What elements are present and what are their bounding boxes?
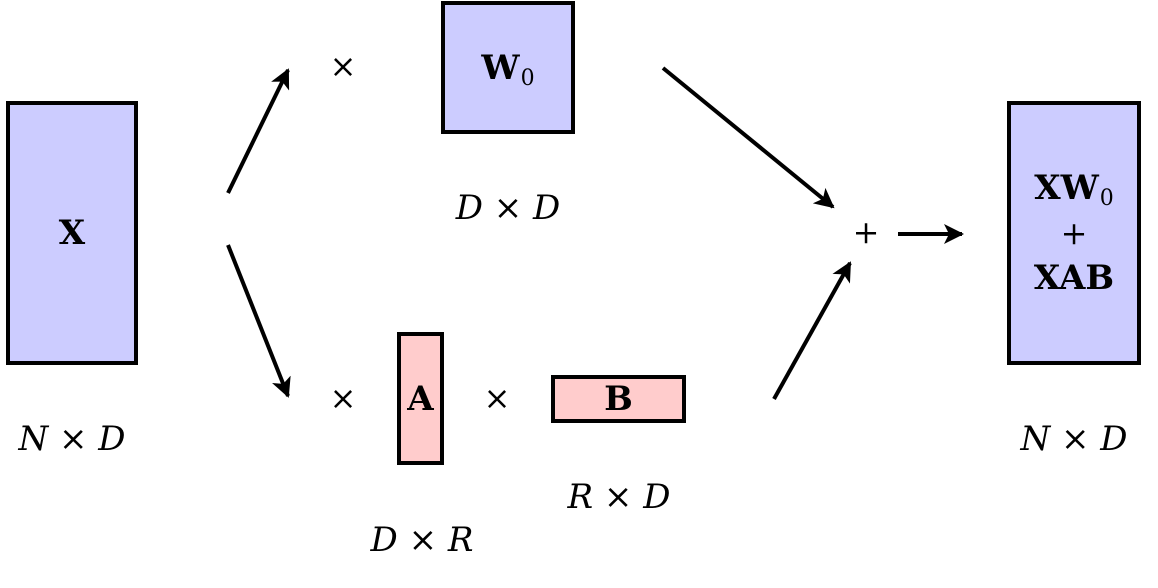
arrow-x-to-a xyxy=(226,244,291,398)
input-matrix-x-label: X xyxy=(58,213,86,253)
adapter-matrix-a-dim: D × R xyxy=(370,520,474,560)
output-term-xw0: XW0 xyxy=(1034,168,1114,211)
arrow-w0-to-sum xyxy=(661,66,835,209)
arrow-b-to-sum xyxy=(772,261,852,400)
output-matrix-dim: N × D xyxy=(1020,419,1128,459)
adapter-matrix-b: B xyxy=(551,375,686,423)
weight-matrix-w0-label: W0 xyxy=(481,47,535,91)
output-term-xab: XAB xyxy=(1033,258,1115,298)
times-operator-top: × xyxy=(329,47,357,85)
times-operator-bottom-middle: × xyxy=(483,379,511,417)
output-plus: + xyxy=(1060,214,1088,252)
output-expression: XW0 + XAB xyxy=(1034,171,1114,295)
weight-matrix-w0-subscript: 0 xyxy=(520,65,535,91)
adapter-matrix-a-label: A xyxy=(407,378,434,419)
input-matrix-x: X xyxy=(6,101,138,365)
output-matrix: XW0 + XAB xyxy=(1007,101,1141,365)
arrow-x-to-w0 xyxy=(226,68,290,194)
plus-operator: + xyxy=(852,213,880,251)
times-operator-bottom-left: × xyxy=(329,379,357,417)
adapter-matrix-a: A xyxy=(397,332,444,465)
adapter-matrix-b-dim: R × D xyxy=(567,477,671,517)
adapter-matrix-b-label: B xyxy=(604,379,633,419)
input-matrix-x-dim: N × D xyxy=(18,419,126,459)
output-term-xw0-subscript: 0 xyxy=(1099,186,1114,211)
weight-matrix-w0-dim: D × D xyxy=(455,188,561,228)
weight-matrix-w0: W0 xyxy=(441,1,575,134)
